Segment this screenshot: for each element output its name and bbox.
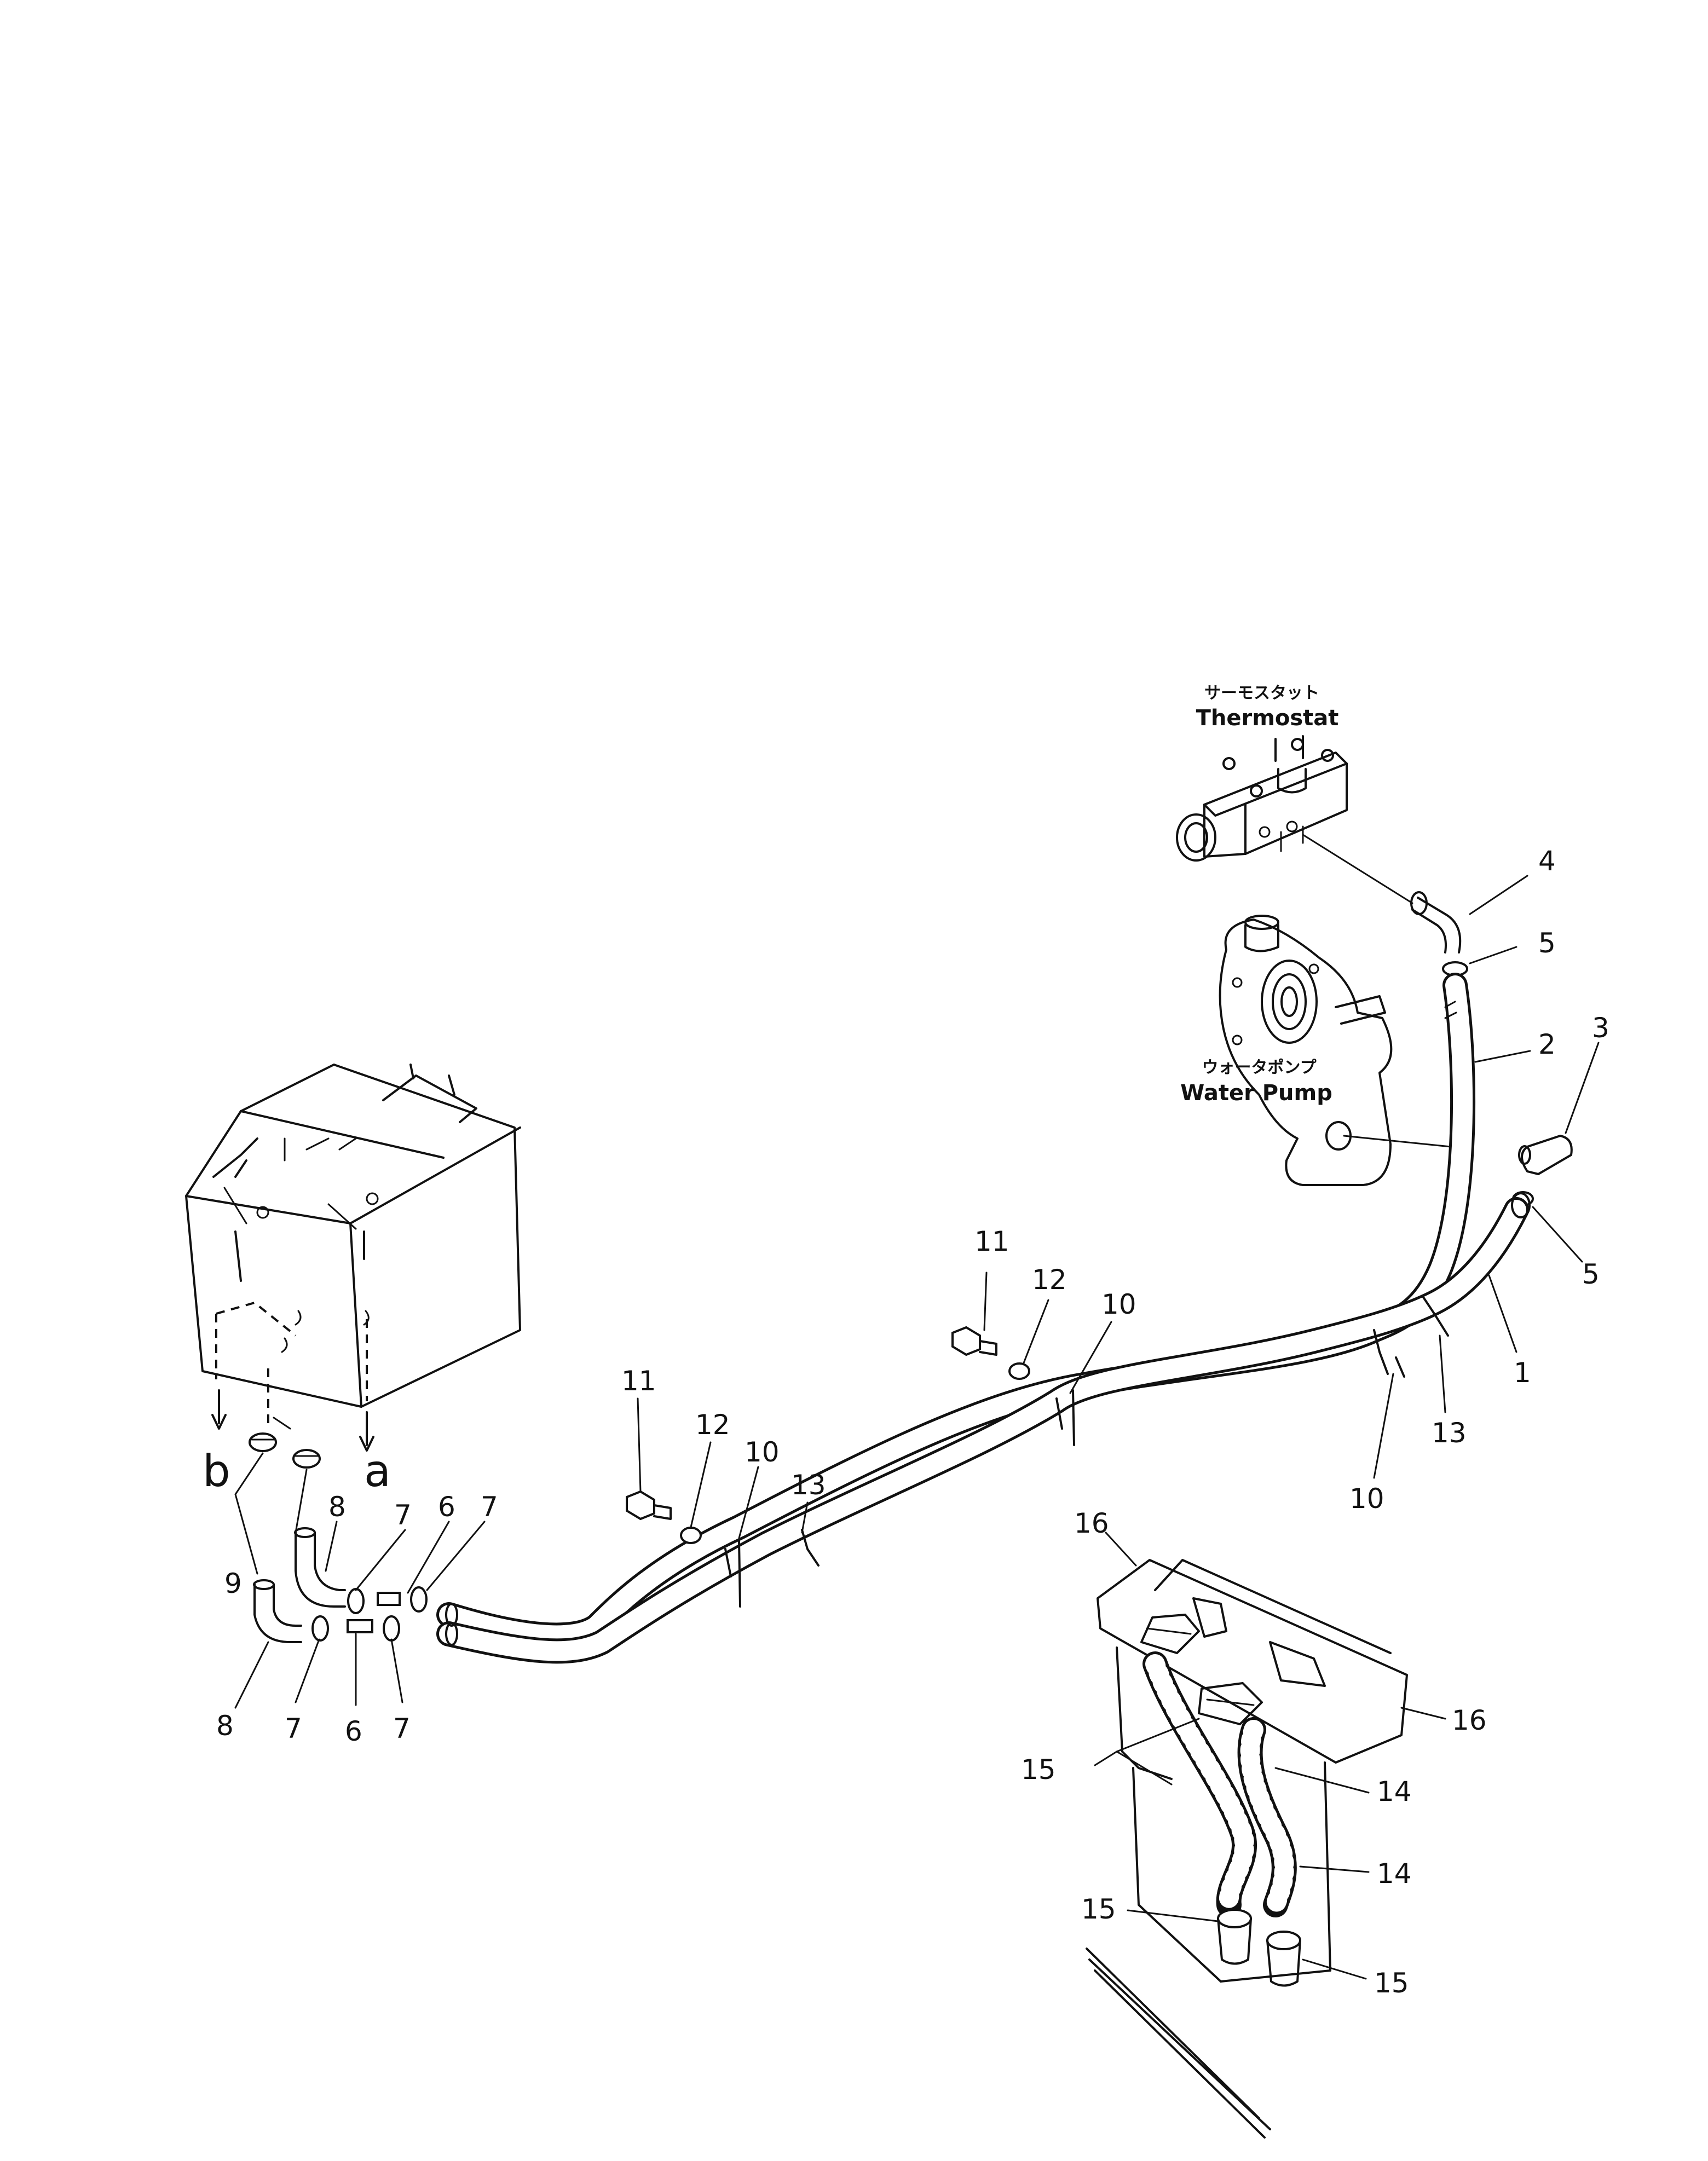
callout-5-lower: 5 (1582, 1258, 1600, 1290)
tank-port-b-label: b (203, 1446, 230, 1496)
callout-7-c: 7 (285, 1713, 302, 1744)
thermostat-label-en: Thermostat (1196, 706, 1339, 731)
callout-6-a: 6 (438, 1491, 455, 1523)
elbow-hose-8-lower (253, 1579, 302, 1643)
callout-7-a: 7 (394, 1499, 412, 1531)
bolt-11-upper (951, 1326, 997, 1356)
bolt-11-lower (626, 1490, 672, 1521)
callout-16-top: 16 (1074, 1507, 1109, 1539)
clamp-7-a (347, 1588, 365, 1614)
callout-9: 9 (224, 1568, 242, 1599)
callout-12-upper: 12 (1032, 1264, 1067, 1296)
leader-lines (234, 875, 1600, 1980)
callout-1: 1 (1514, 1357, 1531, 1389)
water-tank-drawing (185, 1064, 521, 1423)
band-clamp-13-left (801, 1529, 820, 1567)
callout-4: 4 (1538, 845, 1556, 877)
elbow-fitting-3 (1518, 1135, 1573, 1175)
callout-11-upper: 11 (974, 1226, 1009, 1257)
callout-15-upper: 15 (1021, 1754, 1056, 1786)
vent-nozzle-15-right (1266, 1931, 1301, 1987)
heater-unit-drawing (1086, 1559, 1408, 2139)
tank-port-a-label: a (364, 1446, 391, 1496)
washer-12-lower (680, 1527, 702, 1544)
callout-10-middle: 10 (1101, 1288, 1136, 1320)
callout-2: 2 (1538, 1029, 1556, 1060)
clip-10-left (724, 1540, 741, 1608)
callout-11-lower: 11 (621, 1365, 656, 1397)
callout-16-right: 16 (1452, 1704, 1487, 1736)
elbow-fitting-4 (1410, 891, 1462, 954)
callout-14-upper: 14 (1377, 1776, 1412, 1807)
callout-numbers: 4 5 2 3 5 1 13 10 11 12 10 11 12 10 13 8… (216, 845, 1609, 1999)
washer-12-upper (1008, 1362, 1030, 1380)
clamp-7-d (383, 1615, 400, 1642)
elbow-hose-8-upper (294, 1527, 346, 1608)
callout-15-middle: 15 (1081, 1893, 1116, 1925)
callout-13-left: 13 (791, 1469, 826, 1501)
corrugated-duct-14-left (1142, 1651, 1257, 1917)
thermostat-label-jp: サーモスタット (1204, 684, 1319, 703)
water-pump-label-en: Water Pump (1180, 1080, 1332, 1106)
vent-nozzle-15-left (1217, 1909, 1252, 1965)
callout-14-lower: 14 (1377, 1858, 1412, 1890)
nipple-6-a (377, 1592, 401, 1606)
callout-8-upper: 8 (328, 1491, 346, 1523)
callout-8-lower: 8 (216, 1710, 234, 1742)
callout-5-upper: 5 (1538, 927, 1556, 959)
tank-port-arrows (211, 1389, 374, 1452)
callout-7-d: 7 (393, 1713, 411, 1744)
callout-7-b: 7 (481, 1491, 498, 1523)
band-clamp-13-right (1422, 1296, 1449, 1337)
clamp-7-b (410, 1586, 428, 1613)
nipple-9-right (292, 1449, 321, 1469)
clip-10-middle (1055, 1389, 1075, 1446)
nipple-6-b (347, 1619, 373, 1633)
callout-10-left: 10 (745, 1436, 780, 1468)
callout-12-lower: 12 (695, 1409, 730, 1441)
thermostat-drawing (1176, 735, 1348, 862)
clamp-7-c (311, 1615, 329, 1642)
callout-3: 3 (1592, 1012, 1609, 1044)
nipple-9-left (249, 1432, 277, 1452)
clip-10-right (1373, 1329, 1405, 1378)
callout-6-b: 6 (345, 1715, 362, 1747)
corrugated-duct-14-right (1237, 1717, 1297, 1917)
heater-hoses (436, 973, 1531, 1664)
callout-10-right: 10 (1349, 1483, 1384, 1515)
water-pump-label: ウォータポンプ Water Pump (1180, 1058, 1332, 1106)
water-pump-drawing (1219, 915, 1393, 1186)
thermostat-label: サーモスタット Thermostat (1196, 684, 1339, 731)
callout-15-lower: 15 (1374, 1967, 1409, 1999)
water-pump-label-jp: ウォータポンプ (1202, 1058, 1317, 1077)
callout-13-right: 13 (1432, 1417, 1467, 1449)
